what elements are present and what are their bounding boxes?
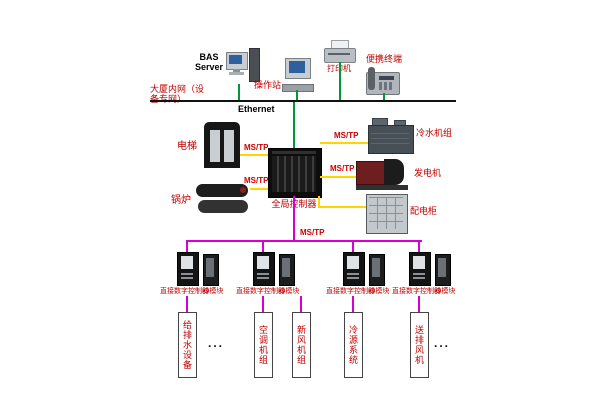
io-module-label: IO模块 [278,288,300,295]
io-module-label: IO模块 [368,288,390,295]
equipment-box-supply-exhaust-fan: 送排风机 [410,312,429,378]
mstp-connector-line [318,206,366,208]
mstp-connector-line [250,188,268,190]
elevator-icon [204,122,240,168]
portable-terminal-label: 便携终端 [366,54,403,64]
ddc-label: 直接数字控制器 [326,288,375,295]
bas-server-label: BAS Server [194,52,224,72]
ethernet-label: Ethernet [238,104,275,114]
ddc-icon [409,252,431,286]
bas-server-icon [226,48,260,86]
bus-drop-line [418,242,420,252]
boiler-icon [196,182,250,218]
ddc-label: 直接数字控制器 [160,288,209,295]
ddc-icon [177,252,199,286]
green-connector-line [339,62,341,100]
ethernet-line [150,100,456,102]
mstp-label: MS/TP [300,228,325,237]
intranet-label: 大厦内网（设备专网） [150,84,205,104]
elevator-label: 电梯 [177,141,197,152]
equipment-connector-line [186,296,188,312]
generator-icon [356,154,410,192]
global-controller-icon [268,148,322,198]
io-module-label: IO模块 [202,288,224,295]
bus-drop-line [262,242,264,252]
io-module-icon [279,254,295,286]
chiller-icon [368,118,414,154]
green-connector-line [293,102,295,148]
mstp-label: MS/TP [330,164,355,173]
boiler-label: 锅炉 [171,195,191,206]
io-module-label: IO模块 [434,288,456,295]
ellipsis: ... [434,336,451,350]
mstp-connector-line [240,154,268,156]
mstp-connector-line [320,142,368,144]
bus-drop-line [186,242,188,252]
mstp-connector-line [318,196,320,208]
generator-label: 发电机 [414,168,442,178]
io-module-icon [435,254,451,286]
equipment-connector-line [300,296,302,312]
mstp-label: MS/TP [244,176,269,185]
operator-station-label: 操作站 [254,80,282,90]
bus-line [186,240,422,242]
ddc-icon [343,252,365,286]
mstp-label: MS/TP [244,143,269,152]
ellipsis: ... [208,336,225,350]
mstp-connector-line [320,176,356,178]
equipment-box-fresh-air-unit: 新风机组 [292,312,311,378]
equipment-box-air-conditioning-unit: 空调机组 [254,312,273,378]
power-cabinet-icon [366,194,408,234]
io-module-icon [203,254,219,286]
green-connector-line [238,84,240,100]
equipment-box-cold-source-system: 冷源系统 [344,312,363,378]
portable-terminal-icon [366,67,400,95]
equipment-connector-line [418,296,420,312]
mstp-label: MS/TP [334,131,359,140]
io-module-icon [369,254,385,286]
power-cabinet-label: 配电柜 [410,206,438,216]
ddc-label: 直接数字控制器 [236,288,285,295]
ddc-icon [253,252,275,286]
bus-drop-line [352,242,354,252]
ddc-label: 直接数字控制器 [392,288,441,295]
equipment-box-water-supply-drainage: 给排水设备 [178,312,197,378]
printer-icon [324,40,356,63]
operator-station-icon [282,58,314,92]
bus-connector-line [293,196,295,240]
equipment-connector-line [262,296,264,312]
equipment-connector-line [352,296,354,312]
green-connector-line [383,93,385,100]
chiller-label: 冷水机组 [416,128,453,138]
green-connector-line [296,90,298,100]
